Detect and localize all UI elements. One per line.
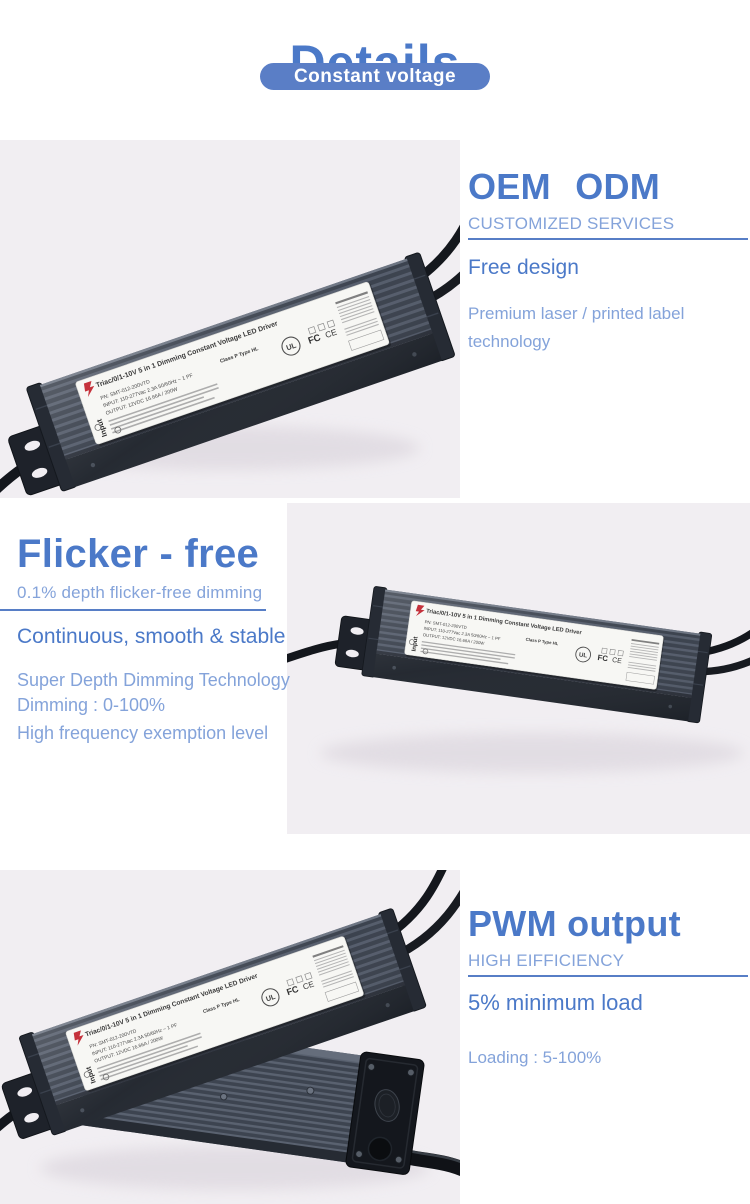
pwm-heading: PWM output	[468, 903, 681, 944]
flicker-section-text: Flicker - free 0.1% depth flicker-free d…	[17, 533, 302, 744]
pwm-section-text: PWM output HIGH EIFFICIENCY 5% minimum l…	[468, 905, 748, 1072]
end-cap	[345, 1051, 425, 1175]
flicker-highlight: Continuous, smooth & stable	[17, 624, 286, 648]
flicker-note-3: High frequency exemption level	[17, 722, 269, 743]
constant-voltage-badge: Constant voltage	[260, 63, 490, 90]
product-photo-panel-1	[0, 140, 460, 498]
oem-highlight: Free design	[468, 256, 579, 280]
driver-photo-3	[0, 870, 460, 1190]
cable-gland	[367, 1136, 393, 1162]
flicker-subheading: 0.1% depth flicker-free dimming	[17, 583, 263, 602]
product-photo-panel-2	[287, 503, 750, 834]
oem-heading: OEM ODM	[468, 166, 661, 207]
device-shadow	[320, 733, 744, 773]
driver-photo-2	[287, 503, 750, 773]
pwm-highlight: 5% minimum load	[468, 990, 643, 1016]
pwm-subheading: HIGH EIFFICIENCY	[468, 950, 625, 970]
driver-photo-1	[0, 140, 460, 498]
oem-note: Premium laser / printed label technology	[468, 304, 685, 352]
oem-section-text: OEM ODM CUSTOMIZED SERVICES Free design …	[468, 168, 748, 356]
oem-subheading: CUSTOMIZED SERVICES	[468, 213, 675, 233]
pwm-note: Loading : 5-100%	[468, 1048, 602, 1068]
divider	[0, 609, 266, 611]
divider	[468, 975, 748, 978]
divider	[468, 238, 748, 241]
flicker-heading: Flicker - free	[17, 532, 260, 576]
flicker-note-2: Dimming : 0-100%	[17, 694, 166, 715]
flicker-note-1: Super Depth Dimming Technology	[17, 669, 290, 690]
product-photo-panel-3	[0, 870, 460, 1204]
